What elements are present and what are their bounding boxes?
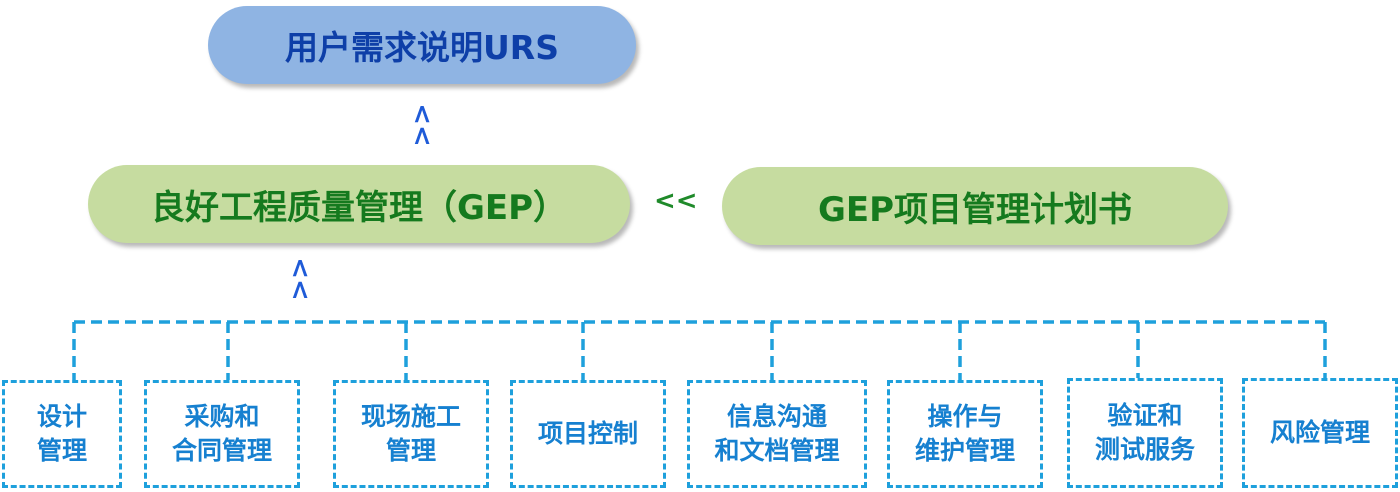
module-label-line2: 合同管理 <box>171 436 272 465</box>
urs-node-label: 用户需求说明URS <box>285 28 559 67</box>
module-label-line1: 采购和 <box>184 402 260 432</box>
module-label-line2: 管理 <box>385 436 436 465</box>
gep-plan-node: GEP项目管理计划书 <box>722 167 1228 245</box>
module-communication-documents: 信息沟通 和文档管理 <box>687 380 867 488</box>
module-label-line1: 操作与 <box>927 402 1003 432</box>
gep-node-label: 良好工程质量管理（GEP） <box>150 187 568 228</box>
module-operation-maintenance: 操作与 维护管理 <box>887 380 1043 488</box>
module-label-line1: 信息沟通 <box>726 402 827 432</box>
module-validation-testing: 验证和 测试服务 <box>1067 378 1223 488</box>
module-label-line2: 和文档管理 <box>714 436 840 465</box>
module-label-line1: 设计 <box>36 402 87 432</box>
module-label-line2: 维护管理 <box>914 436 1015 465</box>
module-label-line1: 风险管理 <box>1269 418 1370 448</box>
module-risk-management: 风险管理 <box>1242 378 1398 488</box>
module-site-construction: 现场施工 管理 <box>333 380 489 488</box>
module-project-control: 项目控制 <box>510 380 666 488</box>
module-procurement-contract: 采购和 合同管理 <box>144 380 300 488</box>
module-label-line1: 验证和 <box>1107 401 1183 431</box>
left-arrow-plan-to-gep: << <box>654 186 698 216</box>
gep-plan-node-label: GEP项目管理计划书 <box>817 189 1133 230</box>
module-label-line2: 测试服务 <box>1094 435 1195 464</box>
module-label-line1: 现场施工 <box>360 402 461 432</box>
gep-node: 良好工程质量管理（GEP） <box>88 165 630 243</box>
urs-node: 用户需求说明URS <box>208 6 636 84</box>
module-label-line1: 项目控制 <box>537 419 638 449</box>
module-design-management: 设计 管理 <box>2 380 122 488</box>
module-label-line2: 管理 <box>36 436 87 465</box>
